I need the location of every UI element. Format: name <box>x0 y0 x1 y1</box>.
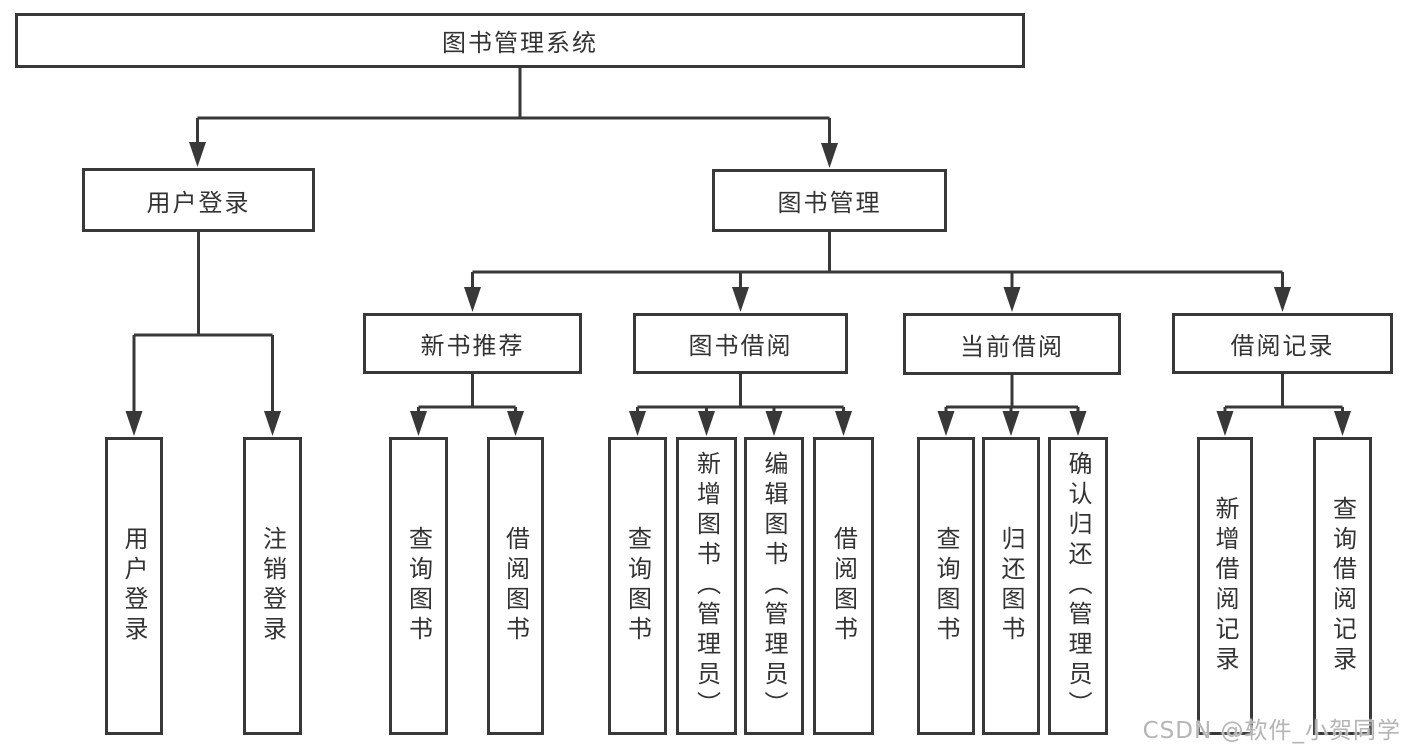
leaf-nbr-query-book-label: 查询图书 <box>404 526 433 646</box>
node-book-management-label: 图书管理 <box>777 189 882 217</box>
leaf-br-add-record: 新增借阅记录 <box>1197 437 1253 735</box>
leaf-cb-confirm-return-admin: 确认归还（管理员） <box>1048 437 1108 735</box>
leaf-user-login: 用户登录 <box>105 437 163 735</box>
node-book-borrow-label: 图书借阅 <box>688 332 793 360</box>
leaf-bb-edit-book-admin-label: 编辑图书（管理员） <box>760 451 788 721</box>
leaf-cb-query-book-label: 查询图书 <box>932 526 960 646</box>
node-current-borrow: 当前借阅 <box>903 313 1121 375</box>
leaf-br-add-record-label: 新增借阅记录 <box>1211 496 1239 676</box>
leaf-bb-add-book-admin-label: 新增图书（管理员） <box>692 451 721 721</box>
arrowheads <box>125 118 1351 436</box>
node-new-book-recommend-label: 新书推荐 <box>420 332 525 360</box>
node-book-borrow: 图书借阅 <box>633 313 848 374</box>
node-user-login-label: 用户登录 <box>146 188 251 217</box>
node-root-label: 图书管理系统 <box>442 29 598 57</box>
leaf-cb-return-book-label: 归还图书 <box>997 526 1025 646</box>
leaf-nbr-borrow-book-label: 借阅图书 <box>501 526 530 646</box>
leaf-br-query-record: 查询借阅记录 <box>1313 437 1372 735</box>
leaf-bb-query-book: 查询图书 <box>608 437 667 735</box>
leaf-cb-confirm-return-admin-label: 确认归还（管理员） <box>1064 451 1092 721</box>
leaf-cb-query-book: 查询图书 <box>917 437 975 735</box>
leaf-bb-borrow-book-label: 借阅图书 <box>829 526 858 646</box>
leaf-bb-borrow-book: 借阅图书 <box>813 437 874 735</box>
node-borrow-records: 借阅记录 <box>1172 313 1393 374</box>
node-new-book-recommend: 新书推荐 <box>363 313 582 374</box>
leaf-nbr-query-book: 查询图书 <box>389 437 448 735</box>
leaf-cb-return-book: 归还图书 <box>982 437 1040 735</box>
leaf-logout: 注销登录 <box>243 437 302 735</box>
node-user-login: 用户登录 <box>82 168 315 232</box>
leaf-user-login-label: 用户登录 <box>120 526 148 646</box>
leaf-bb-query-book-label: 查询图书 <box>623 526 652 646</box>
leaf-bb-add-book-admin: 新增图书（管理员） <box>676 437 737 735</box>
leaf-br-query-record-label: 查询借阅记录 <box>1328 496 1357 676</box>
node-root: 图书管理系统 <box>15 13 1025 68</box>
node-current-borrow-label: 当前借阅 <box>960 332 1064 361</box>
node-borrow-records-label: 借阅记录 <box>1230 332 1335 360</box>
leaf-logout-label: 注销登录 <box>258 526 287 646</box>
leaf-bb-edit-book-admin: 编辑图书（管理员） <box>744 437 804 735</box>
leaf-nbr-borrow-book: 借阅图书 <box>487 437 544 735</box>
node-book-management: 图书管理 <box>712 169 947 232</box>
